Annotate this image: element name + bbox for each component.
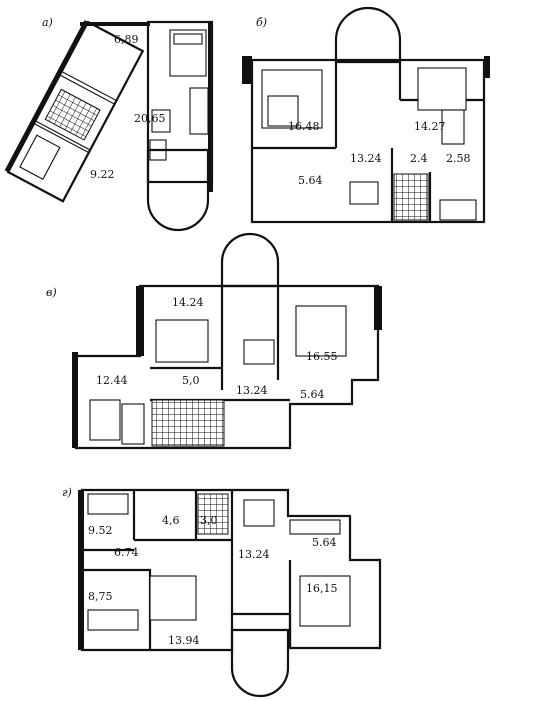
room-area-b-14-27: 14.27: [414, 120, 446, 133]
plan-g-partitions: [82, 490, 292, 650]
plan-v-wall-w: [136, 286, 144, 356]
room-area-v-5-64: 5.64: [300, 388, 325, 401]
plan-a-wall-north: [80, 22, 150, 26]
plan-b-outline: [250, 58, 486, 224]
room-area-a-6-89: 6,89: [114, 33, 139, 46]
room-area-g-4-6: 4,6: [162, 514, 180, 527]
room-area-g-8-75: 8,75: [88, 590, 113, 603]
plan-b-brick-tower: [334, 6, 402, 64]
room-area-g-5-64: 5.64: [312, 536, 337, 549]
plan-v-brick-tower: [220, 232, 280, 288]
room-area-b-16-48: 16.48: [288, 120, 320, 133]
room-area-b-5-64: 5.64: [298, 174, 323, 187]
room-area-g-6-74: 6.74: [114, 546, 139, 559]
plan-a: а) 6,89 20,65 9.22: [4, 16, 214, 232]
plan-v: в) 14.24 16.55 12.44 5,0 13.24 5.64: [46, 232, 382, 450]
room-area-g-9-52: 9.52: [88, 524, 113, 537]
plan-a-wall-east: [208, 22, 213, 192]
plan-a-balcony: [146, 148, 210, 232]
room-area-b-2-4: 2.4: [410, 152, 428, 165]
plan-v-wall-e: [374, 286, 382, 330]
plan-g-brick-tower: [230, 628, 290, 698]
room-area-g-16-15: 16,15: [306, 582, 338, 595]
plan-b-wall-nw: [242, 56, 252, 84]
room-area-g-3-0: 3,0: [200, 514, 218, 527]
plan-a-rotated-wing: [4, 20, 145, 203]
plan-label-b: б): [256, 16, 267, 29]
plan-g: г) 9.52 4,6 3,0 6.74 13.24 5.64 8,75 16,…: [62, 486, 382, 698]
plan-label-g: г): [62, 486, 72, 499]
room-area-v-13-24: 13.24: [236, 384, 268, 397]
room-area-g-13-24: 13.24: [238, 548, 270, 561]
plan-label-v: в): [46, 286, 57, 299]
room-area-v-5-0: 5,0: [182, 374, 200, 387]
plan-label-a: а): [42, 16, 53, 29]
room-area-b-13-24: 13.24: [350, 152, 382, 165]
plan-v-wall-sw: [72, 352, 78, 448]
plan-v-outline: [74, 284, 380, 450]
room-area-g-13-94: 13.94: [168, 634, 200, 647]
plan-b-wall-ne: [484, 56, 490, 78]
room-area-v-12-44: 12.44: [96, 374, 128, 387]
plan-b: б) 16.48 14.27 13.24 2.4 2.58 5.64: [242, 6, 490, 224]
room-area-a-9-22: 9.22: [90, 168, 115, 181]
room-area-v-16-55: 16.55: [306, 350, 338, 363]
room-area-v-14-24: 14.24: [172, 296, 204, 309]
room-area-a-20-65: 20,65: [134, 112, 166, 125]
room-area-b-2-58: 2.58: [446, 152, 471, 165]
plan-v-partitions: [150, 286, 290, 402]
plan-g-wall-w: [78, 490, 84, 650]
